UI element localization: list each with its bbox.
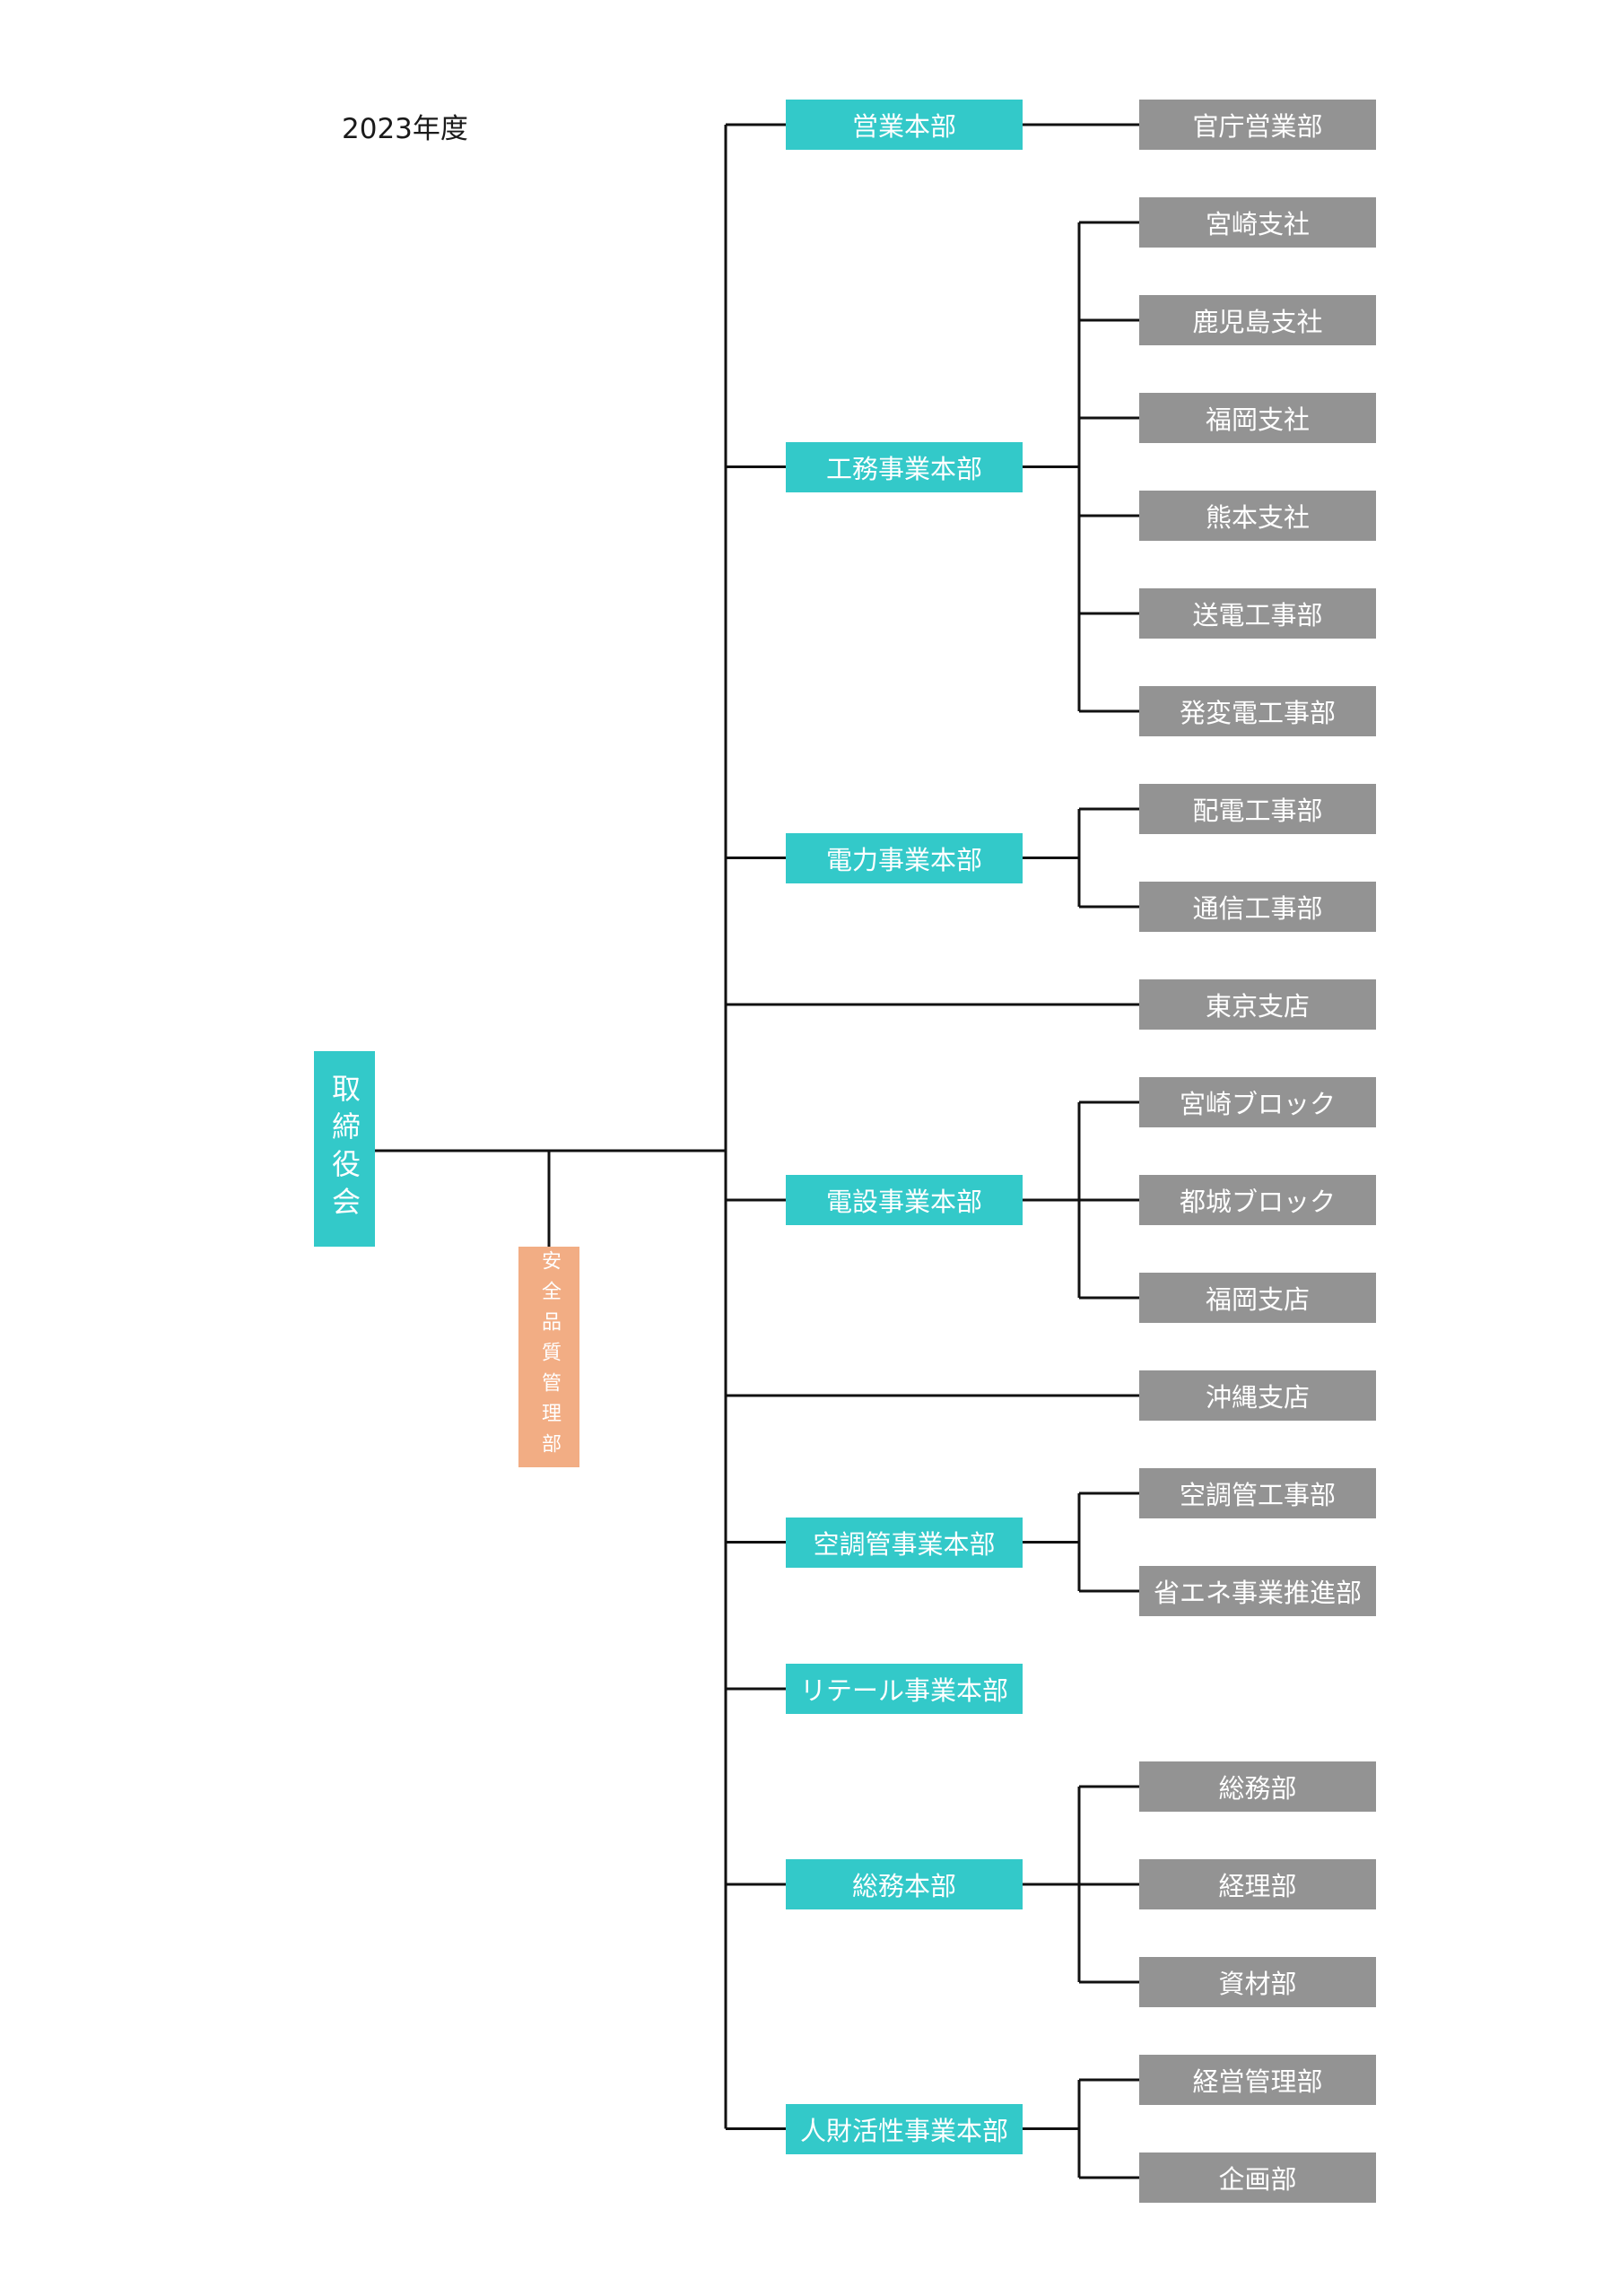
department-box: 発変電工事部 [1139,686,1376,736]
board-of-directors-box: 取締役会 [314,1051,375,1247]
department-box: 配電工事部 [1139,784,1376,834]
department-box: 宮崎支社 [1139,197,1376,248]
department-box: 空調管工事部 [1139,1468,1376,1518]
department-box: 経理部 [1139,1859,1376,1909]
division-box: 電設事業本部 [786,1175,1023,1225]
division-box: 人財活性事業本部 [786,2103,1023,2154]
department-box: 送電工事部 [1139,588,1376,639]
division-box: 空調管事業本部 [786,1517,1023,1568]
branch-box: 東京支店 [1139,979,1376,1030]
division-box: 営業本部 [786,100,1023,150]
department-box: 省エネ事業推進部 [1139,1566,1376,1616]
division-box: リテール事業本部 [786,1664,1023,1714]
division-box: 工務事業本部 [786,441,1023,492]
division-box: 電力事業本部 [786,832,1023,883]
division-box: 総務本部 [786,1859,1023,1909]
department-box: 宮崎ブロック [1139,1077,1376,1127]
safety-quality-dept-box: 安全品質管理部 [518,1247,579,1467]
department-box: 福岡支社 [1139,393,1376,443]
branch-box: 沖縄支店 [1139,1370,1376,1421]
department-box: 総務部 [1139,1761,1376,1812]
department-box: 福岡支店 [1139,1273,1376,1323]
department-box: 通信工事部 [1139,882,1376,932]
department-box: 官庁営業部 [1139,100,1376,150]
fiscal-year-label: 2023年度 [342,113,468,145]
department-box: 企画部 [1139,2152,1376,2203]
department-box: 熊本支社 [1139,491,1376,541]
department-box: 鹿児島支社 [1139,295,1376,345]
department-box: 都城ブロック [1139,1175,1376,1225]
department-box: 資材部 [1139,1957,1376,2007]
department-box: 経営管理部 [1139,2055,1376,2105]
